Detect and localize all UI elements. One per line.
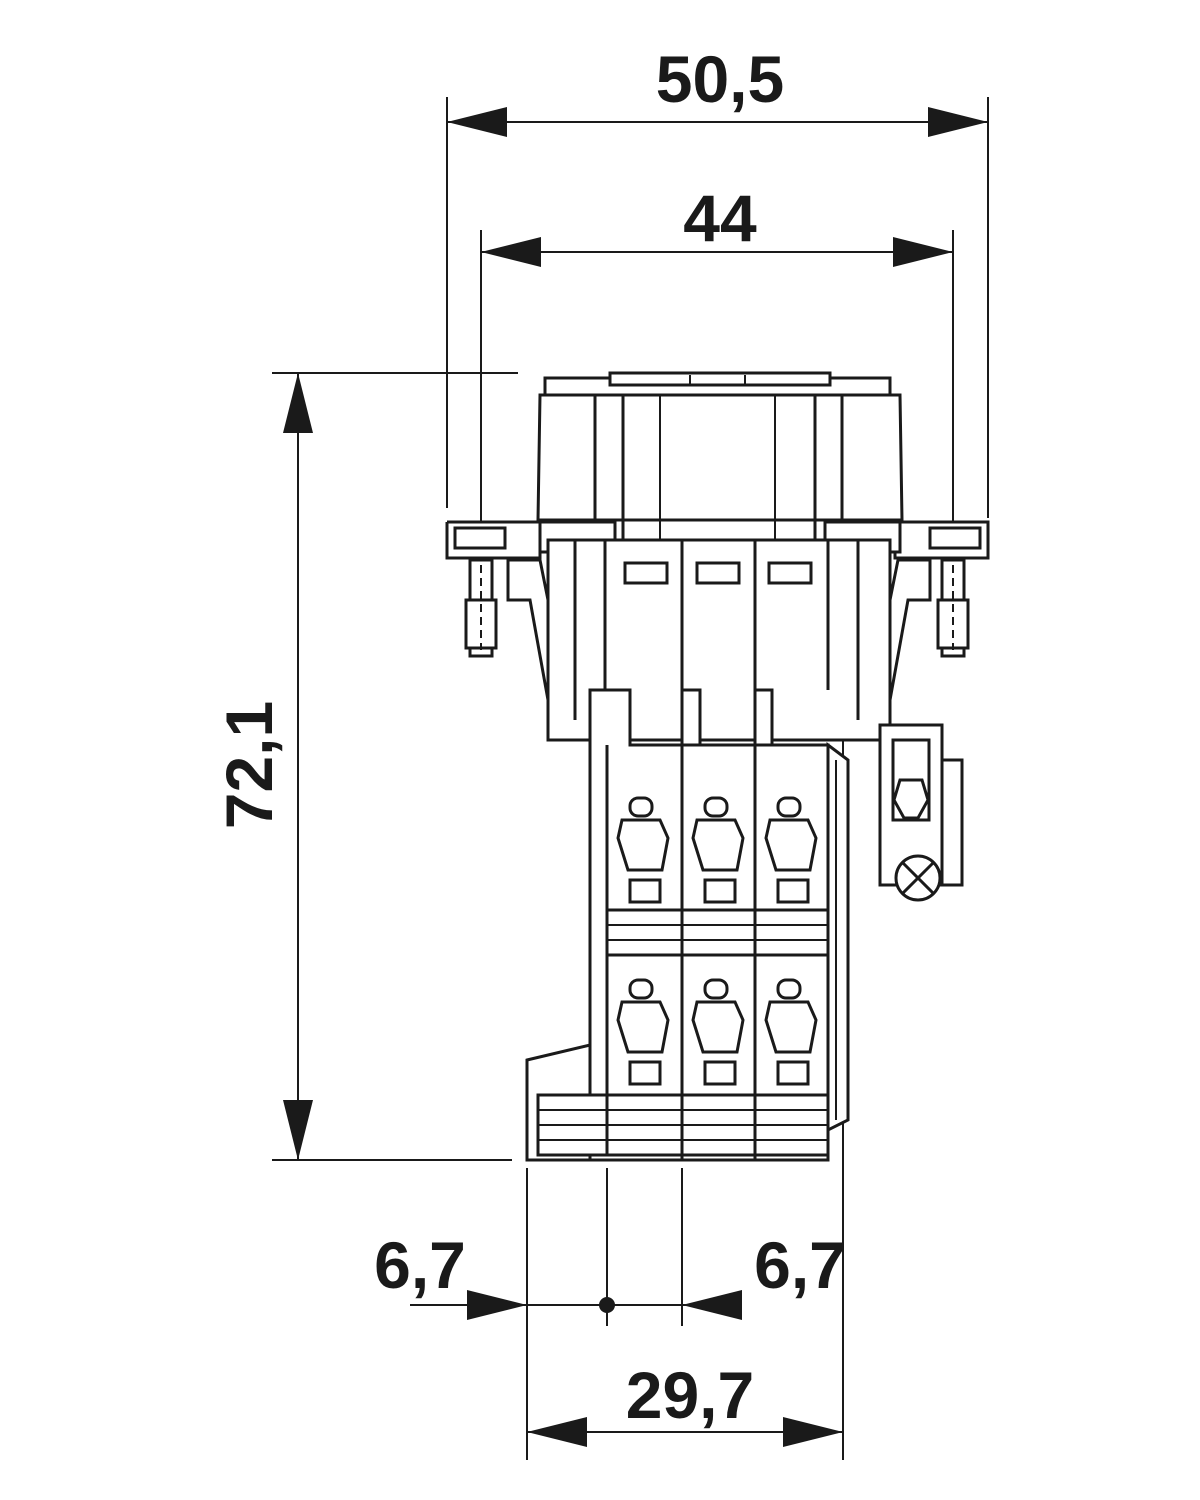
terminal-cell xyxy=(616,796,670,904)
right-screw xyxy=(936,558,970,658)
dimension-height: 72,1 xyxy=(212,372,518,1161)
terminal-row-top xyxy=(616,796,818,904)
terminal-cell xyxy=(764,796,818,904)
left-screw xyxy=(464,558,498,658)
dimension-label-inner-width: 44 xyxy=(683,181,757,255)
ground-terminal xyxy=(878,723,964,902)
dimension-overall-width: 50,5 xyxy=(446,42,989,518)
dimension-label-height: 72,1 xyxy=(212,701,286,829)
terminal-cell xyxy=(691,796,745,904)
dimension-bottom-group: 6,7 6,7 29,7 xyxy=(374,650,846,1460)
bottom-foot xyxy=(525,1043,830,1162)
connector-part xyxy=(445,371,990,1162)
top-housing xyxy=(536,371,904,540)
terminal-block xyxy=(588,688,850,1162)
terminal-cell xyxy=(691,978,745,1086)
dimension-label-base-width: 29,7 xyxy=(626,1358,754,1432)
mounting-flange xyxy=(445,520,990,560)
dimension-label-overall-width: 50,5 xyxy=(656,42,784,116)
dimension-label-right-offset: 6,7 xyxy=(754,1228,846,1302)
dimension-inner-width: 44 xyxy=(480,181,954,560)
terminal-cell xyxy=(764,978,818,1086)
terminal-cell xyxy=(616,978,670,1086)
terminal-row-bottom xyxy=(616,978,818,1086)
dimension-label-left-offset: 6,7 xyxy=(374,1228,466,1302)
